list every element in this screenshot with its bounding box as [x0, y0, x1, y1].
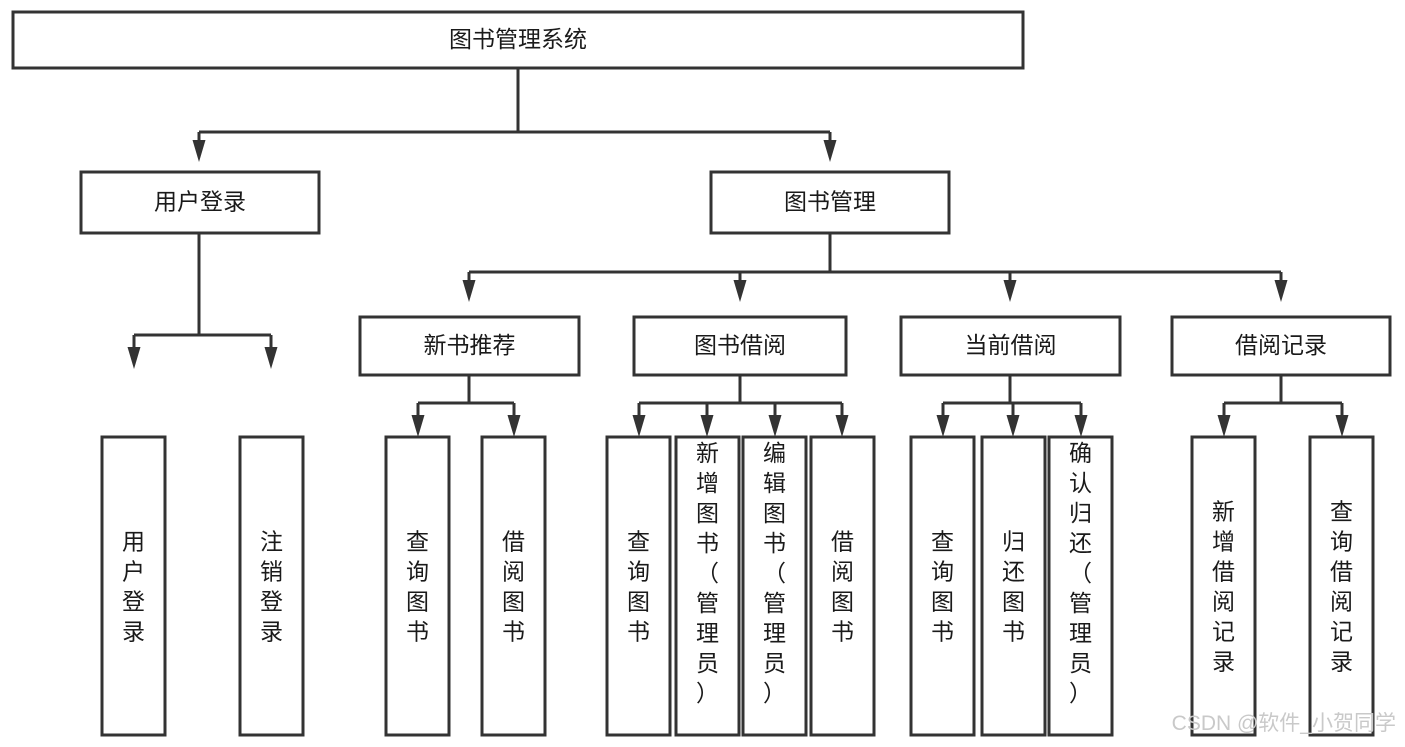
node-label-new-book-recommend: 新书推荐: [424, 332, 516, 358]
node-label-leaf-return-book: 归还图书: [1002, 528, 1025, 644]
connector-bookmanage-to-level2: [462, 233, 1288, 302]
node-box-leaf-query-book-recommend[interactable]: [384, 435, 451, 737]
node-box-leaf-borrow-book[interactable]: [809, 435, 876, 737]
node-label-leaf-borrow-book-recommend: 借阅图书: [502, 528, 525, 644]
node-current-borrow[interactable]: 当前借阅: [899, 315, 1122, 377]
node-label-leaf-edit-book-admin: 编辑图书（管理员）: [763, 440, 786, 706]
node-label-borrow-record: 借阅记录: [1235, 332, 1327, 358]
node-leaf-add-borrow-record[interactable]: 新增借阅记录: [1190, 435, 1257, 737]
node-label-book-borrow: 图书借阅: [694, 332, 786, 358]
node-box-new-book-recommend[interactable]: [358, 315, 581, 377]
node-box-leaf-logout[interactable]: [238, 435, 305, 737]
connector-borrow-to-leaves: [632, 375, 849, 437]
node-leaf-borrow-book-recommend[interactable]: 借阅图书: [480, 435, 547, 737]
node-box-leaf-user-login[interactable]: [100, 435, 167, 737]
node-box-current-borrow[interactable]: [899, 315, 1122, 377]
connector-root-to-level1: [192, 68, 837, 162]
node-leaf-user-login[interactable]: 用户登录: [100, 435, 167, 737]
node-box-title[interactable]: [11, 10, 1025, 70]
arrow-head-icon: [1217, 415, 1231, 437]
arrow-head-icon: [507, 415, 521, 437]
arrow-head-icon: [936, 415, 950, 437]
node-box-user-login[interactable]: [79, 170, 321, 235]
node-leaf-edit-book-admin[interactable]: 编辑图书（管理员）: [741, 435, 808, 737]
connector-record-to-leaves: [1217, 375, 1349, 437]
node-leaf-query-book-borrow[interactable]: 查询图书: [605, 435, 672, 737]
arrow-head-icon: [768, 415, 782, 437]
node-label-leaf-query-borrow-record: 查询借阅记录: [1330, 498, 1353, 674]
connectors-layer: [127, 68, 1349, 437]
arrow-head-icon: [462, 280, 476, 302]
node-box-leaf-confirm-return-admin[interactable]: [1047, 435, 1114, 737]
arrow-head-icon: [632, 415, 646, 437]
node-leaf-confirm-return-admin[interactable]: 确认归还（管理员）: [1047, 435, 1114, 737]
arrow-head-icon: [1274, 280, 1288, 302]
nodes-layer: 图书管理系统用户登录图书管理新书推荐图书借阅当前借阅借阅记录用户登录注销登录查询…: [11, 10, 1392, 737]
node-label-user-login: 用户登录: [154, 189, 246, 215]
arrow-head-icon: [264, 347, 278, 369]
node-leaf-return-book[interactable]: 归还图书: [980, 435, 1047, 737]
arrow-head-icon: [411, 415, 425, 437]
arrow-head-icon: [733, 280, 747, 302]
node-box-book-manage[interactable]: [709, 170, 951, 235]
connector-recommend-to-leaves: [411, 375, 521, 437]
node-label-leaf-logout: 注销登录: [260, 528, 283, 644]
connector-current-to-leaves: [936, 375, 1088, 437]
node-label-title: 图书管理系统: [449, 26, 587, 52]
node-label-leaf-query-book-borrow: 查询图书: [627, 528, 650, 644]
node-book-borrow[interactable]: 图书借阅: [632, 315, 848, 377]
node-label-leaf-user-login: 用户登录: [122, 528, 145, 644]
arrow-head-icon: [1074, 415, 1088, 437]
node-box-leaf-borrow-book-recommend[interactable]: [480, 435, 547, 737]
arrow-head-icon: [1003, 280, 1017, 302]
node-box-book-borrow[interactable]: [632, 315, 848, 377]
node-box-leaf-edit-book-admin[interactable]: [741, 435, 808, 737]
arrow-head-icon: [1335, 415, 1349, 437]
node-label-current-borrow: 当前借阅: [965, 332, 1057, 358]
node-box-borrow-record[interactable]: [1170, 315, 1392, 377]
node-label-book-manage: 图书管理: [784, 189, 876, 215]
node-leaf-query-borrow-record[interactable]: 查询借阅记录: [1308, 435, 1375, 737]
connector-userlogin-to-leaves: [127, 233, 278, 369]
node-box-leaf-add-book-admin[interactable]: [674, 435, 741, 737]
node-leaf-logout[interactable]: 注销登录: [238, 435, 305, 737]
node-leaf-borrow-book[interactable]: 借阅图书: [809, 435, 876, 737]
node-label-leaf-query-book-current: 查询图书: [931, 528, 954, 644]
arrow-head-icon: [835, 415, 849, 437]
node-box-leaf-query-book-current[interactable]: [909, 435, 976, 737]
node-label-leaf-add-book-admin: 新增图书（管理员）: [696, 440, 719, 706]
node-borrow-record[interactable]: 借阅记录: [1170, 315, 1392, 377]
node-box-leaf-query-borrow-record[interactable]: [1308, 435, 1375, 737]
arrow-head-icon: [127, 347, 141, 369]
arrow-head-icon: [192, 140, 206, 162]
node-label-leaf-borrow-book: 借阅图书: [831, 528, 854, 644]
node-box-leaf-query-book-borrow[interactable]: [605, 435, 672, 737]
node-user-login[interactable]: 用户登录: [79, 170, 321, 235]
node-box-leaf-add-borrow-record[interactable]: [1190, 435, 1257, 737]
csdn-watermark: CSDN @软件_小贺同学: [1172, 712, 1396, 735]
node-label-leaf-query-book-recommend: 查询图书: [406, 528, 429, 644]
node-box-leaf-return-book[interactable]: [980, 435, 1047, 737]
node-leaf-query-book-recommend[interactable]: 查询图书: [384, 435, 451, 737]
arrow-head-icon: [823, 140, 837, 162]
node-new-book-recommend[interactable]: 新书推荐: [358, 315, 581, 377]
node-label-leaf-add-borrow-record: 新增借阅记录: [1212, 498, 1235, 674]
node-label-leaf-confirm-return-admin: 确认归还（管理员）: [1069, 440, 1092, 706]
arrow-head-icon: [700, 415, 714, 437]
node-title[interactable]: 图书管理系统: [11, 10, 1025, 70]
arrow-head-icon: [1006, 415, 1020, 437]
node-book-manage[interactable]: 图书管理: [709, 170, 951, 235]
node-leaf-add-book-admin[interactable]: 新增图书（管理员）: [674, 435, 741, 737]
node-leaf-query-book-current[interactable]: 查询图书: [909, 435, 976, 737]
